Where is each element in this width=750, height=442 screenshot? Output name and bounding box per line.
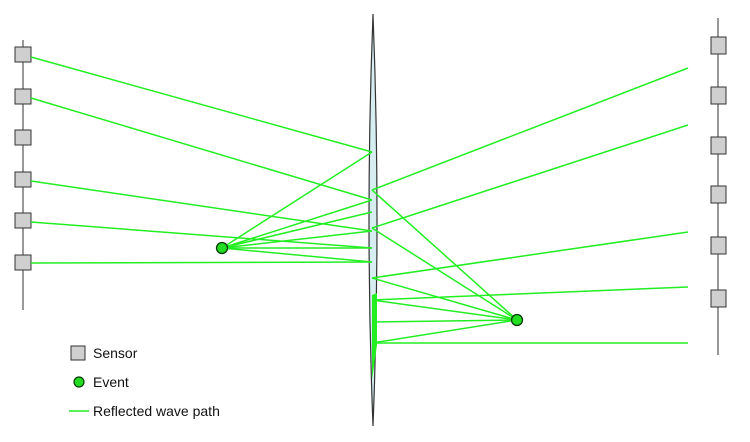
right-sensor-1 bbox=[710, 36, 727, 55]
wave-path bbox=[30, 56, 373, 153]
wave-path bbox=[30, 180, 373, 232]
event-right bbox=[510, 313, 524, 327]
right-event-wave-paths bbox=[371, 67, 689, 344]
left-sensor-6 bbox=[14, 254, 32, 271]
right-sensor-array bbox=[710, 18, 727, 355]
left-sensor-4 bbox=[14, 171, 32, 188]
legend-sensor-icon bbox=[70, 345, 86, 361]
right-sensor-5 bbox=[710, 236, 727, 255]
wave-path bbox=[221, 211, 373, 249]
right-sensor-6 bbox=[710, 289, 727, 308]
legend-sensor-label: Sensor bbox=[93, 345, 138, 361]
wave-path bbox=[371, 231, 689, 279]
wave-path bbox=[371, 277, 518, 321]
right-sensor-4 bbox=[710, 185, 727, 204]
legend-path-label: Reflected wave path bbox=[93, 403, 220, 419]
wave-path bbox=[221, 247, 373, 263]
legend-event-label: Event bbox=[93, 374, 129, 390]
wave-path bbox=[371, 286, 689, 301]
right-sensor-2 bbox=[710, 86, 727, 105]
event-left bbox=[215, 241, 229, 255]
left-event-wave-paths bbox=[30, 56, 373, 264]
left-sensor-array bbox=[14, 40, 32, 310]
wave-path bbox=[221, 151, 373, 249]
left-sensor-5 bbox=[14, 212, 32, 229]
legend: Sensor Event Reflected wave path bbox=[69, 345, 220, 419]
left-sensor-1 bbox=[14, 46, 32, 63]
wave-path bbox=[371, 319, 518, 344]
reflection-patch bbox=[372, 293, 377, 380]
wave-path bbox=[30, 261, 373, 264]
wave-path bbox=[30, 97, 373, 201]
wave-path bbox=[371, 189, 518, 321]
left-sensor-3 bbox=[14, 129, 32, 146]
wave-path bbox=[30, 221, 373, 249]
wave-path bbox=[371, 67, 689, 191]
wave-path bbox=[371, 299, 518, 321]
wave-path bbox=[371, 124, 689, 229]
wave-path bbox=[371, 319, 518, 323]
wave-path bbox=[371, 227, 518, 321]
legend-event-icon bbox=[73, 376, 85, 388]
wave-path bbox=[221, 199, 373, 249]
right-sensor-3 bbox=[710, 136, 727, 155]
left-sensor-2 bbox=[14, 88, 32, 105]
wave-path bbox=[221, 230, 373, 249]
